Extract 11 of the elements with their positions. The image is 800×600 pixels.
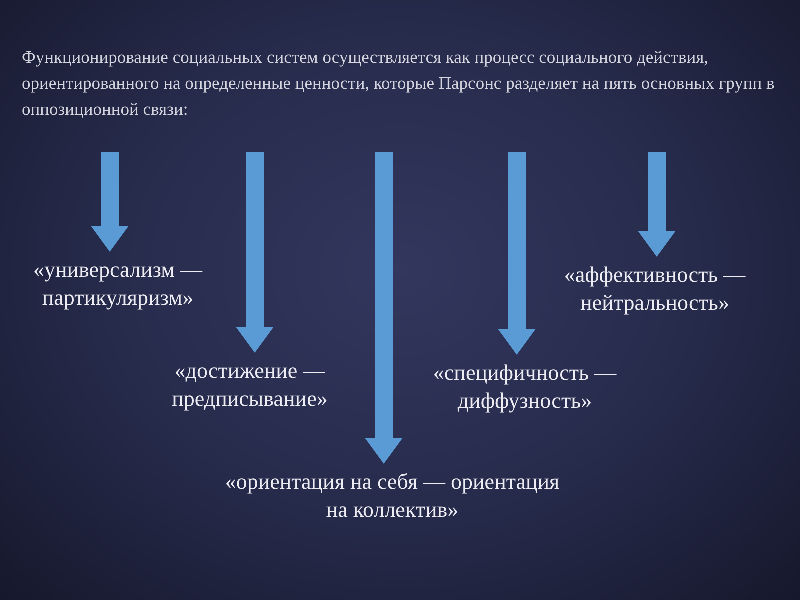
arrow xyxy=(365,152,403,464)
value-pair-label: «ориентация на себя — ориентация на коллектив» xyxy=(224,468,561,524)
value-pair-label: «достижение — предписывание» xyxy=(171,357,329,413)
arrow xyxy=(638,152,676,257)
arrow xyxy=(498,152,536,355)
value-pair-label: «аффективность — нейтральность» xyxy=(563,261,747,317)
arrow xyxy=(91,152,129,252)
arrow xyxy=(236,152,274,353)
intro-paragraph: Функционирование социальных систем осуществляется как процесс социального действия, ориентированного на определенные ценности, которые Парсонс разделяет на пять основных групп в оппозиционной связи: xyxy=(22,46,776,121)
value-pair-label: «универсализм — партикуляризм» xyxy=(32,256,204,312)
value-pair-label: «специфичность — диффузность» xyxy=(432,359,618,415)
